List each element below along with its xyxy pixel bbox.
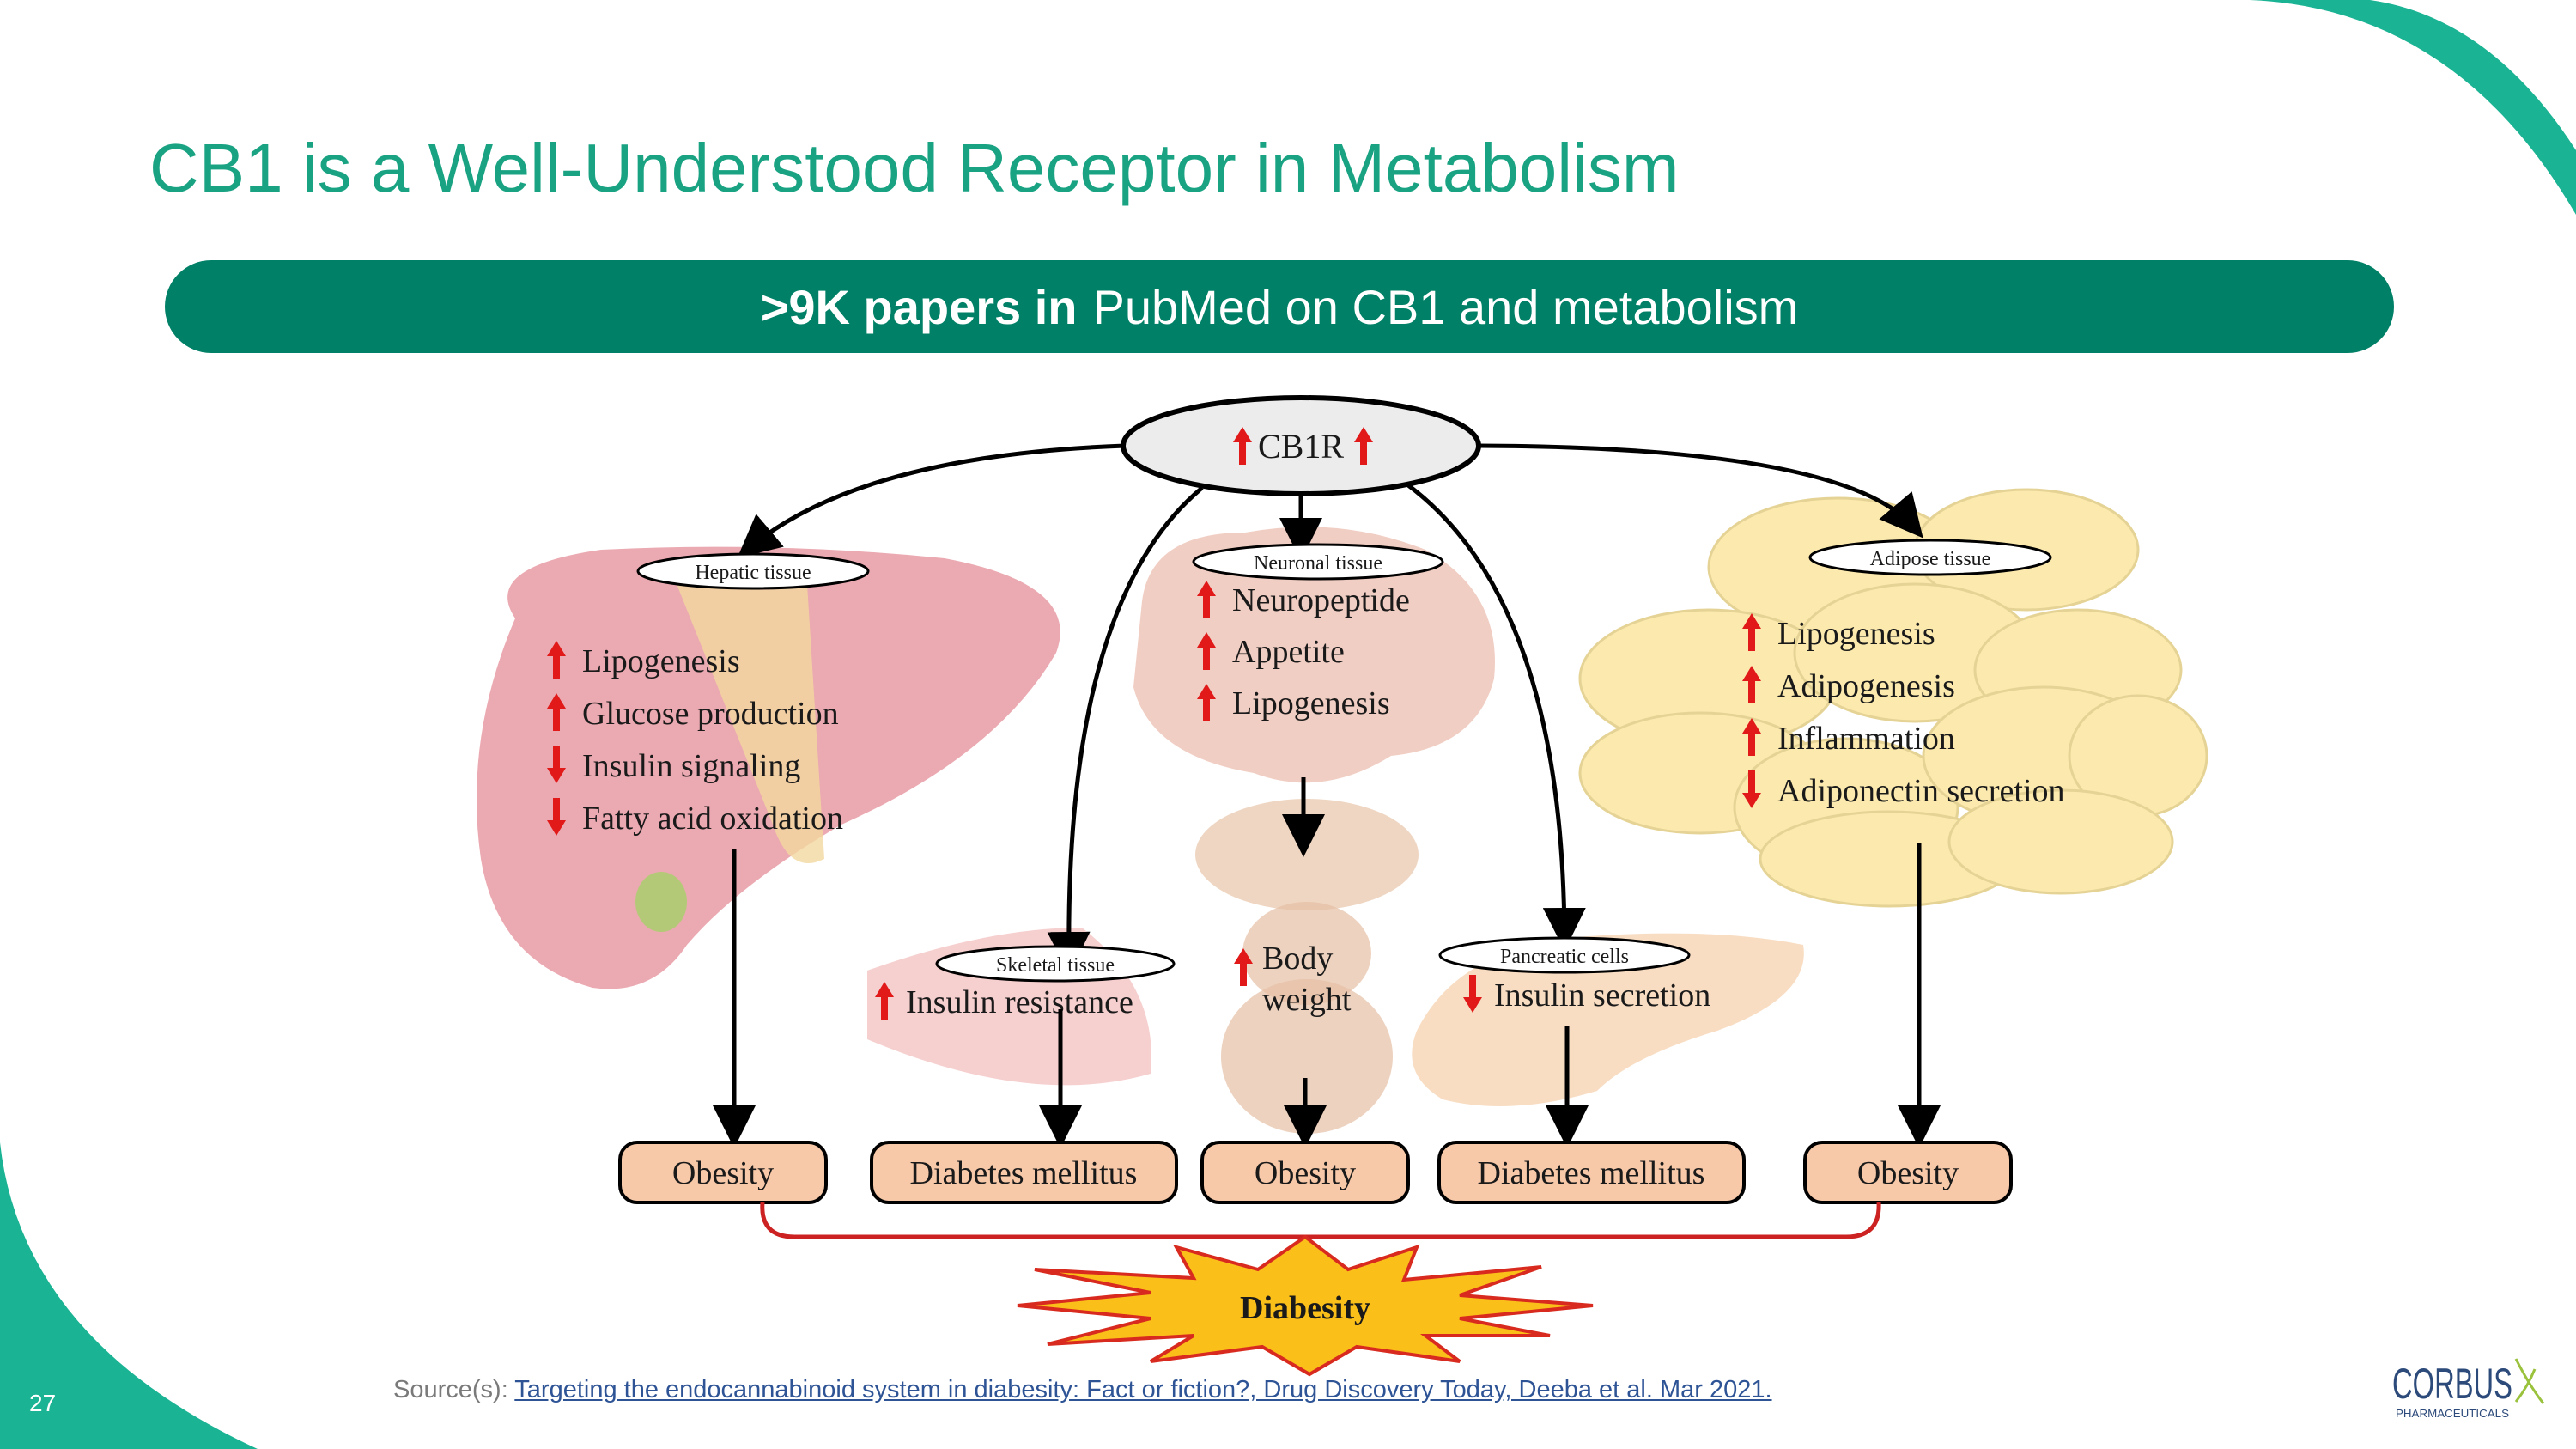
svg-text:Lipogenesis: Lipogenesis (1232, 685, 1390, 721)
adipose-tissue-label: Adipose tissue (1808, 539, 2052, 576)
svg-text:Insulin secretion: Insulin secretion (1494, 977, 1710, 1014)
svg-text:Obesity: Obesity (1255, 1155, 1356, 1191)
svg-text:Diabesity: Diabesity (1240, 1290, 1370, 1326)
neuronal-tissue-label: Neuronal tissue (1192, 543, 1444, 581)
outcome-box-3: Obesity (1200, 1141, 1410, 1204)
svg-text:Diabetes mellitus: Diabetes mellitus (1478, 1155, 1705, 1191)
page-number: 27 (29, 1390, 57, 1416)
svg-text:Glucose production: Glucose production (582, 696, 839, 732)
outcome-box-2: Diabetes mellitus (870, 1141, 1178, 1204)
stat-banner: >9K papers in PubMed on CB1 and metaboli… (165, 260, 2394, 353)
outcome-box-5: Obesity (1803, 1141, 2013, 1204)
logo-text: CORBUS (2392, 1360, 2512, 1408)
logo-swoosh (2514, 1358, 2545, 1404)
svg-text:Neuropeptide: Neuropeptide (1232, 582, 1410, 618)
svg-text:Adipose tissue: Adipose tissue (1870, 548, 1991, 570)
svg-text:Fatty acid oxidation: Fatty acid oxidation (582, 801, 843, 837)
skeletal-effect: Insulin resistance (875, 982, 1133, 1020)
svg-text:Pancreatic cells: Pancreatic cells (1500, 946, 1629, 968)
logo-subtext: PHARMACEUTICALS (2396, 1407, 2509, 1420)
svg-text:Neuronal tissue: Neuronal tissue (1254, 552, 1382, 575)
cb1r-node: CB1R (1121, 395, 1481, 496)
source-link[interactable]: Targeting the endocannabinoid system in … (514, 1376, 1772, 1403)
adipose-effects: Lipogenesis Adipogenesis Inflammation Ad… (1742, 613, 2065, 809)
body-weight-effect: Body weight (1234, 941, 1352, 1018)
diabesity-bracket (760, 1202, 1881, 1239)
brain-illustration (1133, 527, 1495, 783)
svg-text:Skeletal tissue: Skeletal tissue (996, 954, 1115, 977)
neuronal-effects: Neuropeptide Appetite Lipogenesis (1197, 581, 1410, 721)
body-silhouette (1195, 799, 1419, 1134)
svg-text:Lipogenesis: Lipogenesis (1777, 616, 1935, 652)
cb1r-label: CB1R (1258, 427, 1344, 466)
pancreatic-cells-label: Pancreatic cells (1438, 936, 1691, 974)
pancreas-illustration (1412, 933, 1804, 1106)
svg-text:Hepatic tissue: Hepatic tissue (695, 562, 811, 584)
corbus-logo: CORBUS PHARMACEUTICALS (2392, 1358, 2545, 1420)
cb1r-connectors (737, 443, 1923, 975)
svg-text:Obesity: Obesity (1857, 1155, 1959, 1191)
slide-title: CB1 is a Well-Understood Receptor in Met… (149, 130, 1680, 206)
hepatic-effects: Lipogenesis Glucose production Insulin s… (547, 641, 843, 837)
bottom-left-arc (0, 1142, 258, 1449)
svg-text:Insulin signaling: Insulin signaling (582, 748, 800, 784)
source-prefix: Source(s): (393, 1376, 515, 1403)
skeletal-tissue-label: Skeletal tissue (935, 945, 1176, 983)
source-citation: Source(s): Targeting the endocannabinoid… (393, 1376, 1772, 1404)
svg-text:weight: weight (1262, 982, 1352, 1018)
banner-text: PubMed on CB1 and metabolism (1092, 279, 1799, 334)
svg-text:Diabetes mellitus: Diabetes mellitus (910, 1155, 1138, 1191)
svg-text:Adipogenesis: Adipogenesis (1777, 668, 1955, 704)
svg-text:Inflammation: Inflammation (1777, 721, 1955, 757)
diabesity-starburst: Diabesity (1017, 1234, 1594, 1377)
outcome-box-4: Diabetes mellitus (1437, 1141, 1746, 1204)
svg-text:Adiponectin secretion: Adiponectin secretion (1777, 773, 2065, 809)
outcome-box-1: Obesity (618, 1141, 828, 1204)
liver-illustration (477, 546, 1060, 989)
svg-text:Appetite: Appetite (1232, 634, 1345, 670)
banner-bold-text: >9K papers in (760, 279, 1078, 334)
hepatic-tissue-label: Hepatic tissue (636, 552, 870, 590)
svg-text:Obesity: Obesity (672, 1155, 774, 1191)
pancreatic-effect: Insulin secretion (1463, 975, 1710, 1014)
svg-text:Lipogenesis: Lipogenesis (582, 643, 740, 679)
svg-text:Body: Body (1262, 941, 1333, 977)
svg-text:Insulin resistance: Insulin resistance (906, 984, 1133, 1020)
outcome-connectors (713, 843, 1941, 1148)
top-right-arc (2250, 0, 2576, 215)
